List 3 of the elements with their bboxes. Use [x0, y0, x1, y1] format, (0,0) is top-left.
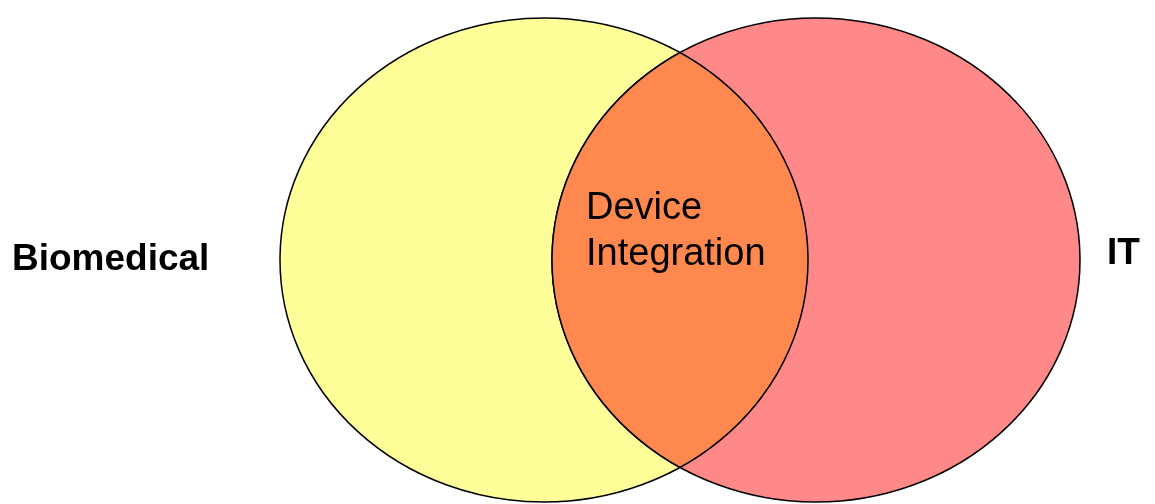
overlap-label: Device Integration	[586, 184, 767, 275]
circle-label: IT	[1107, 230, 1140, 274]
circle-label: Biomedical	[12, 236, 210, 280]
